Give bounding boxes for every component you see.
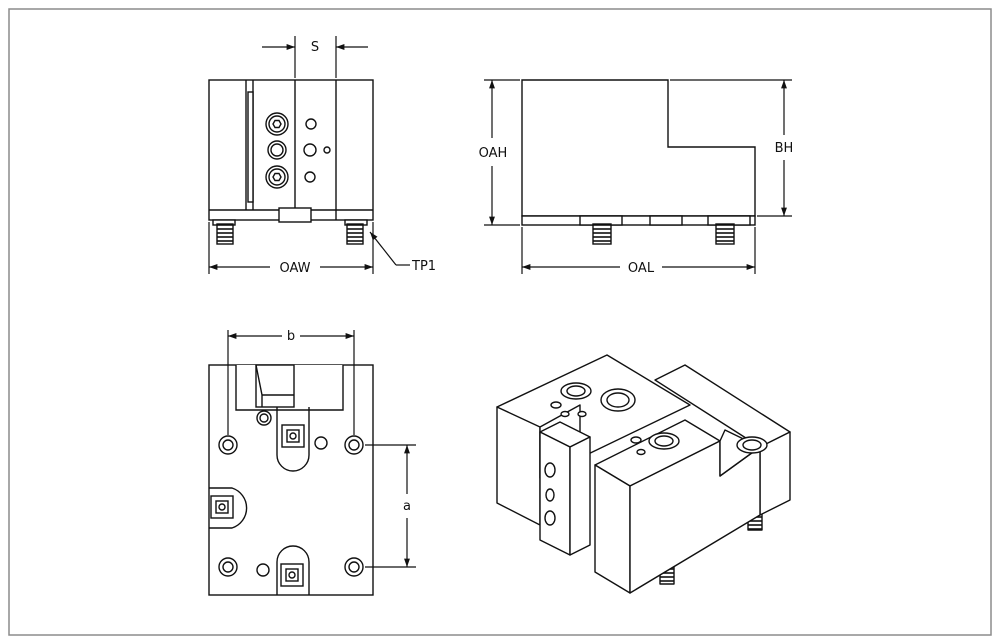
dimension-bh [670,79,792,217]
side-view [521,79,756,245]
set-screw-icon [280,563,304,587]
dimension-s [262,36,368,78]
front-view [208,79,374,245]
dimension-label-s: S [311,40,319,55]
front-body [208,79,374,221]
drawing-border [8,8,992,636]
dimension-oaw [208,222,374,274]
dimension-oal [521,227,756,274]
side-body [521,79,756,217]
threaded-stud [592,223,612,245]
dimension-b [227,330,355,435]
leader-tp1 [369,231,410,266]
threaded-stud [715,223,735,245]
isometric-view [496,354,791,594]
set-screw-icon [210,495,234,519]
dimension-a [365,444,416,568]
bottom-view [208,364,374,596]
dimension-label-bh: BH [775,141,794,156]
dimension-label-oah: OAH [479,146,508,161]
hex-screw-icon [265,112,289,136]
callout-label-tp1: TP1 [411,259,436,274]
dimension-label-oal: OAL [628,261,655,276]
set-screw-icon [281,424,305,448]
dimension-label-oaw: OAW [279,261,310,276]
dimension-label-b: b [287,329,295,344]
dimension-label-a: a [403,499,411,514]
hex-screw-icon [265,165,289,189]
dimension-oah [484,79,520,226]
